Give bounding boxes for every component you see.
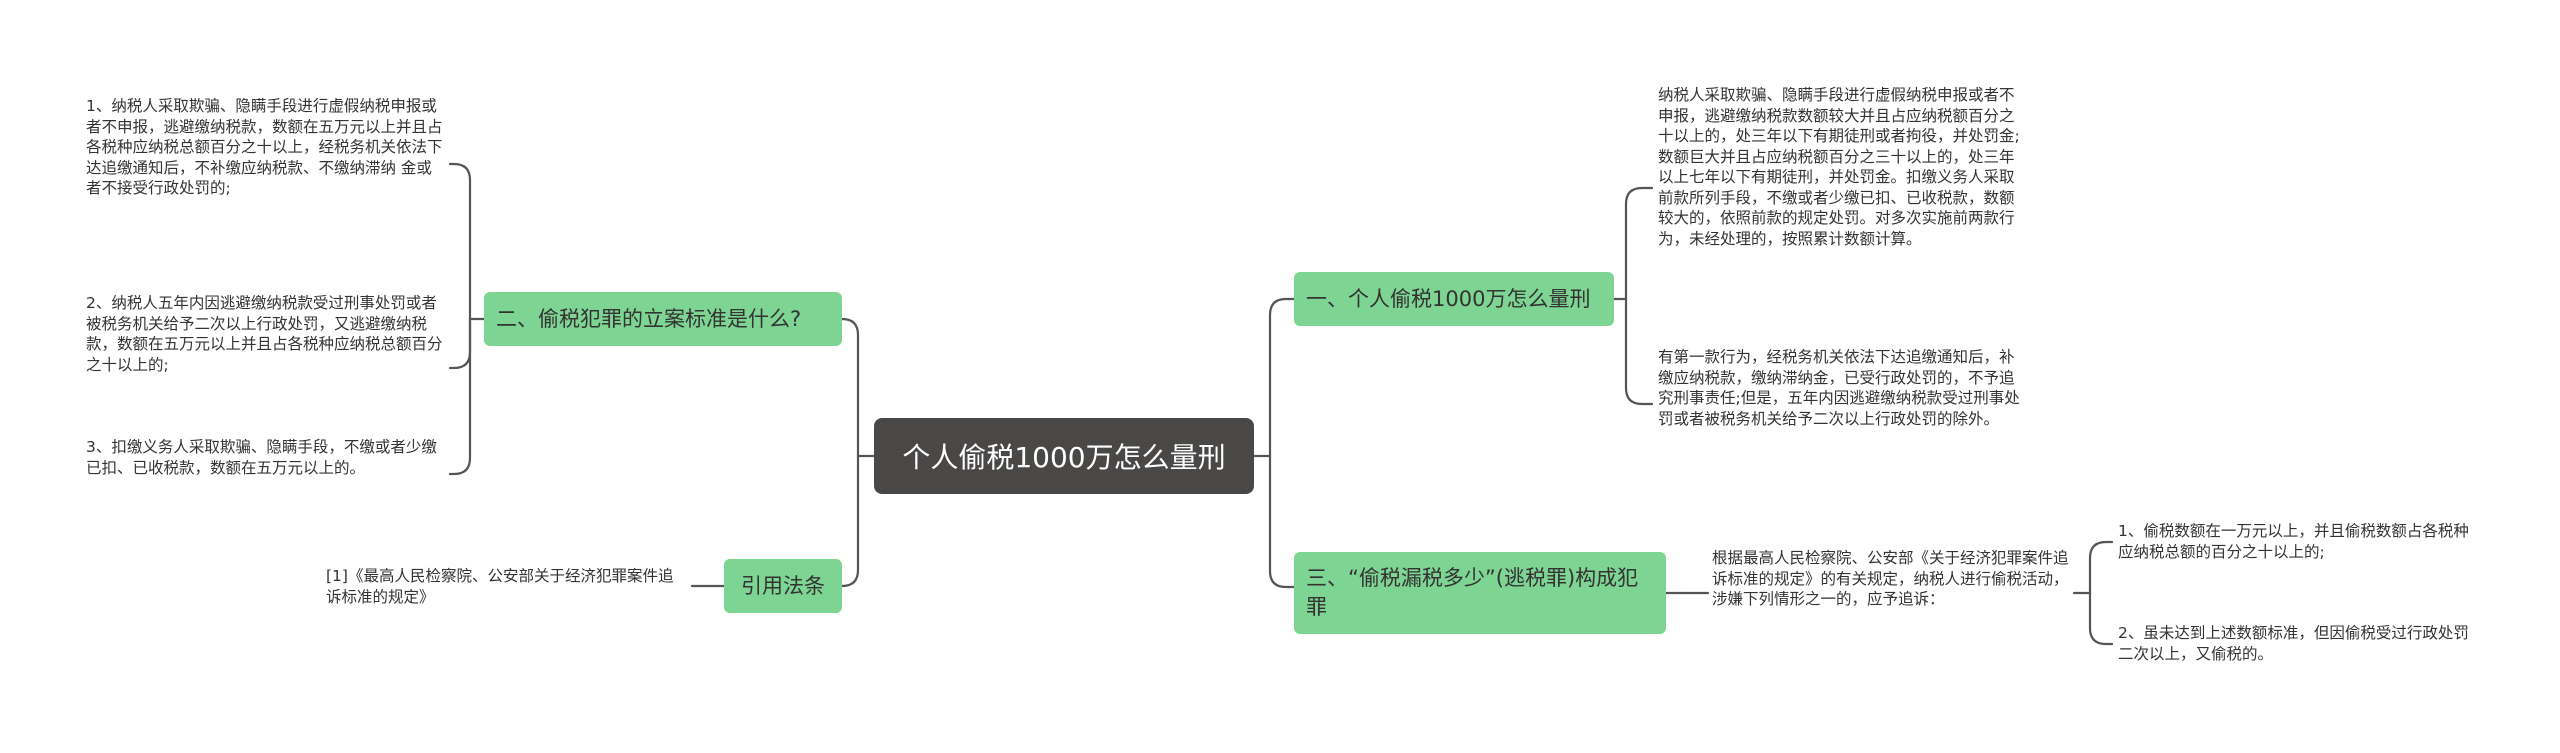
connector-root-branch1	[1268, 297, 1296, 458]
connector-branch2-leaf1	[448, 162, 472, 321]
leaf-sentencing-1: 纳税人采取欺骗、隐瞒手段进行虚假纳税申报或者不申报，逃避缴纳税款数额较大并且占应…	[1658, 86, 2020, 248]
leaf-crime-threshold-mid: 根据最高人民检察院、公安部《关于经济犯罪案件追诉标准的规定》的有关规定，纳税人进…	[1712, 549, 2069, 608]
connector-mid-leaf1	[2088, 540, 2114, 595]
branch-cited-law[interactable]: 引用法条	[724, 559, 842, 613]
branch-filing-standard[interactable]: 二、偷税犯罪的立案标准是什么?	[484, 292, 842, 346]
connector-branch2-leaf3	[448, 317, 472, 476]
root-topic[interactable]: 个人偷税1000万怎么量刑	[874, 418, 1254, 494]
leaf-crime-threshold-2: 2、虽未达到上述数额标准，但因偷税受过行政处罚二次以上，又偷税的。	[2118, 624, 2469, 663]
connector-branch2-leaf2	[448, 317, 472, 370]
connector-root-branch2	[840, 317, 860, 458]
branch-crime-threshold[interactable]: 三、“偷税漏税多少”(逃税罪)构成犯罪	[1294, 552, 1666, 634]
connector-branch1-leaf1	[1624, 186, 1654, 301]
leaf-filing-standard-3: 3、扣缴义务人采取欺骗、隐瞒手段，不缴或者少缴已扣、已收税款，数额在五万元以上的…	[86, 438, 437, 477]
branch-filing-standard-label: 二、偷税犯罪的立案标准是什么?	[496, 306, 802, 331]
leaf-sentencing-2: 有第一款行为，经税务机关依法下达追缴通知后，补缴应纳税款，缴纳滞纳金，已受行政处…	[1658, 348, 2020, 428]
connector-root-branch4	[840, 454, 860, 588]
connector-mid-leaf2	[2088, 591, 2114, 646]
branch-sentencing[interactable]: 一、个人偷税1000万怎么量刑	[1294, 272, 1614, 326]
branch-sentencing-label: 一、个人偷税1000万怎么量刑	[1306, 286, 1591, 311]
leaf-cited-law-1: [1]《最高人民检察院、公安部关于经济犯罪案件追诉标准的规定》	[326, 567, 674, 606]
leaf-crime-threshold-1: 1、偷税数额在一万元以上，并且偷税数额占各税种应纳税总额的百分之十以上的;	[2118, 522, 2469, 561]
connector-branch1-leaf2	[1624, 297, 1654, 406]
branch-crime-threshold-label: 三、“偷税漏税多少”(逃税罪)构成犯罪	[1306, 566, 1639, 619]
root-topic-label: 个人偷税1000万怎么量刑	[902, 441, 1226, 474]
leaf-filing-standard-1: 1、纳税人采取欺骗、隐瞒手段进行虚假纳税申报或者不申报，逃避缴纳税款，数额在五万…	[86, 97, 443, 197]
connector-root-branch3	[1268, 454, 1296, 589]
branch-cited-law-label: 引用法条	[741, 573, 825, 598]
leaf-filing-standard-2: 2、纳税人五年内因逃避缴纳税款受过刑事处罚或者被税务机关给予二次以上行政处罚，又…	[86, 294, 443, 374]
